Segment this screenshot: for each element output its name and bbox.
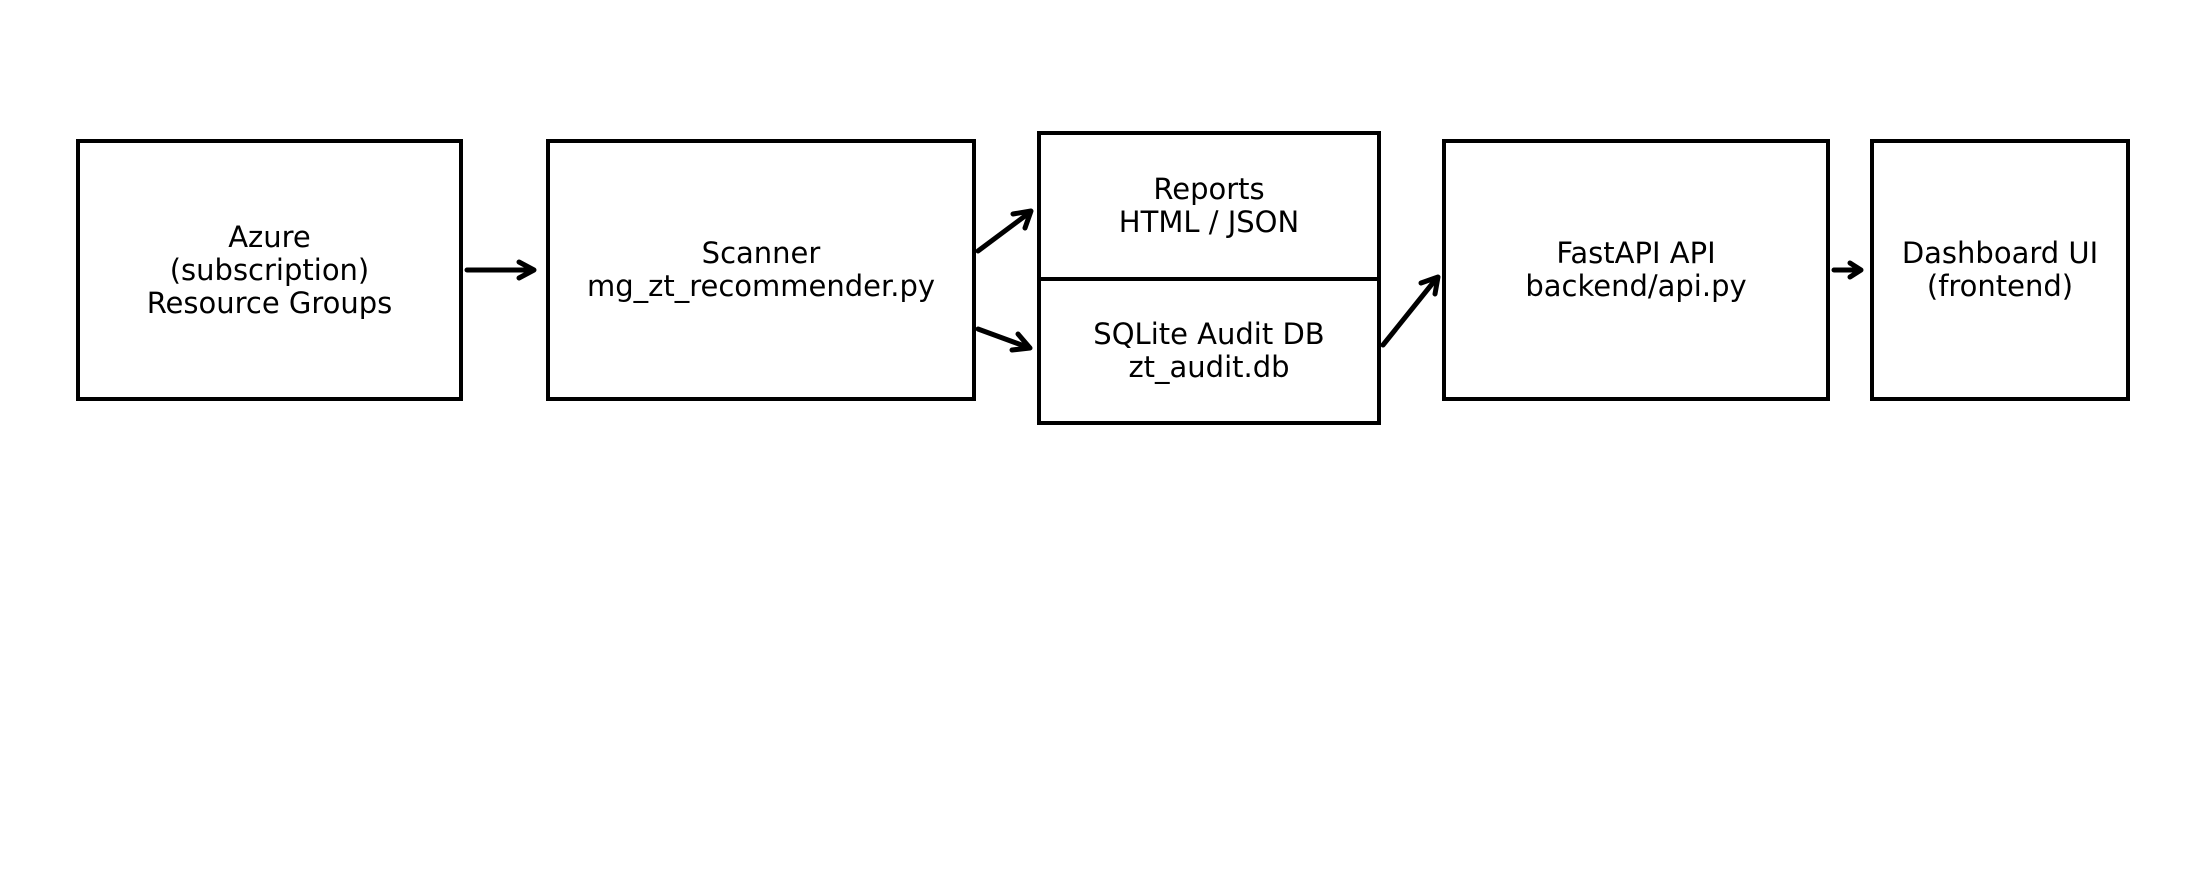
dashboard-node: Dashboard UI (frontend)	[1870, 139, 2130, 401]
scanner-node: Scanner mg_zt_recommender.py	[546, 139, 976, 401]
arrow-fastapi-to-dashboard	[1831, 260, 1864, 280]
azure-node-subtitle: (subscription)	[169, 252, 370, 287]
azure-node-title: Azure	[228, 219, 311, 254]
sqlite-audit-db-node: SQLite Audit DB zt_audit.db	[1037, 277, 1381, 425]
reports-node-title: Reports	[1153, 172, 1265, 206]
scanner-node-title: Scanner	[701, 236, 821, 270]
dashboard-node-subtitle: (frontend)	[1926, 269, 2074, 303]
arrow-scanner-to-sqlite	[975, 326, 1033, 353]
sqlite-node-file: zt_audit.db	[1128, 350, 1290, 384]
fastapi-node: FastAPI API backend/api.py	[1442, 139, 1830, 401]
arrow-scanner-to-reports	[975, 208, 1034, 254]
reports-node: Reports HTML / JSON	[1037, 131, 1381, 281]
scanner-node-file: mg_zt_recommender.py	[586, 269, 936, 303]
arrow-azure-to-scanner	[464, 259, 537, 281]
fastapi-node-file: backend/api.py	[1525, 269, 1747, 303]
sqlite-node-title: SQLite Audit DB	[1093, 317, 1325, 351]
arrow-sqlite-to-fastapi	[1380, 274, 1441, 348]
reports-node-formats: HTML / JSON	[1118, 205, 1300, 239]
azure-node: Azure (subscription) Resource Groups	[76, 139, 463, 401]
dashboard-node-title: Dashboard UI	[1901, 236, 2099, 270]
fastapi-node-title: FastAPI API	[1556, 236, 1716, 270]
azure-node-detail: Resource Groups	[146, 285, 393, 320]
